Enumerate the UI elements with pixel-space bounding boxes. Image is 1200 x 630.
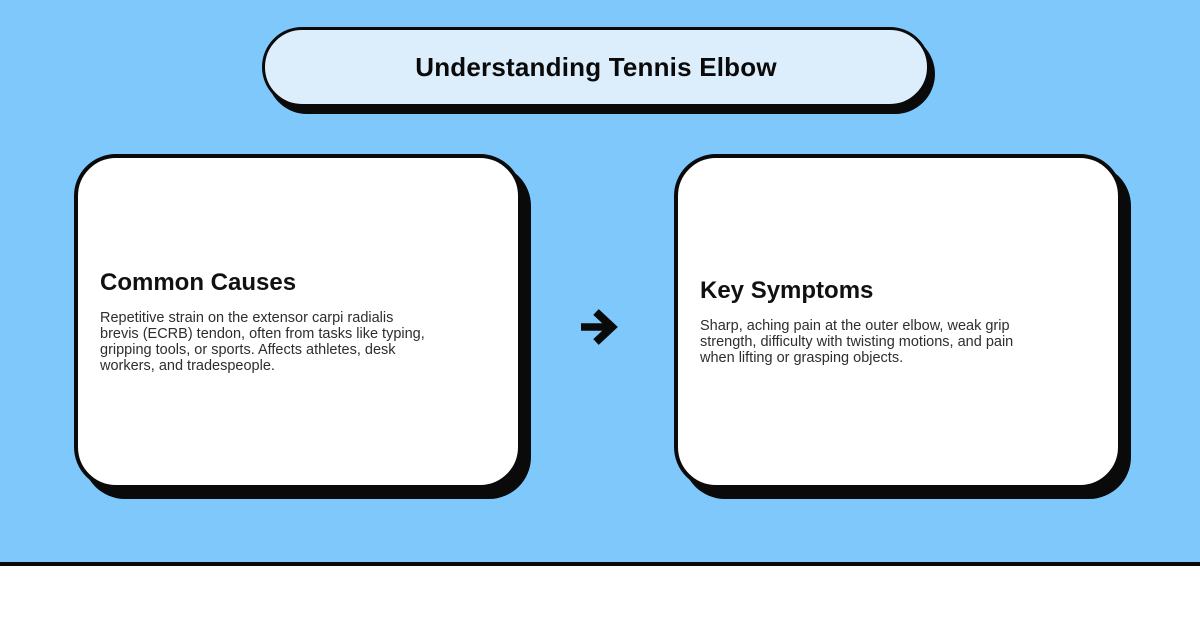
bottom-white-strip bbox=[0, 566, 1200, 630]
title-banner: Understanding Tennis Elbow bbox=[262, 27, 930, 107]
card-body-common-causes: Repetitive strain on the extensor carpi … bbox=[100, 309, 425, 375]
bottom-divider-line bbox=[0, 562, 1200, 566]
card-heading-key-symptoms: Key Symptoms bbox=[700, 276, 874, 304]
card-heading-common-causes: Common Causes bbox=[100, 268, 297, 296]
right-arrow-icon bbox=[578, 306, 620, 348]
page-title: Understanding Tennis Elbow bbox=[415, 51, 777, 82]
card-common-causes: Common Causes Repetitive strain on the e… bbox=[74, 154, 522, 489]
card-body-key-symptoms: Sharp, aching pain at the outer elbow, w… bbox=[700, 317, 1014, 367]
card-key-symptoms: Key Symptoms Sharp, aching pain at the o… bbox=[674, 154, 1122, 489]
